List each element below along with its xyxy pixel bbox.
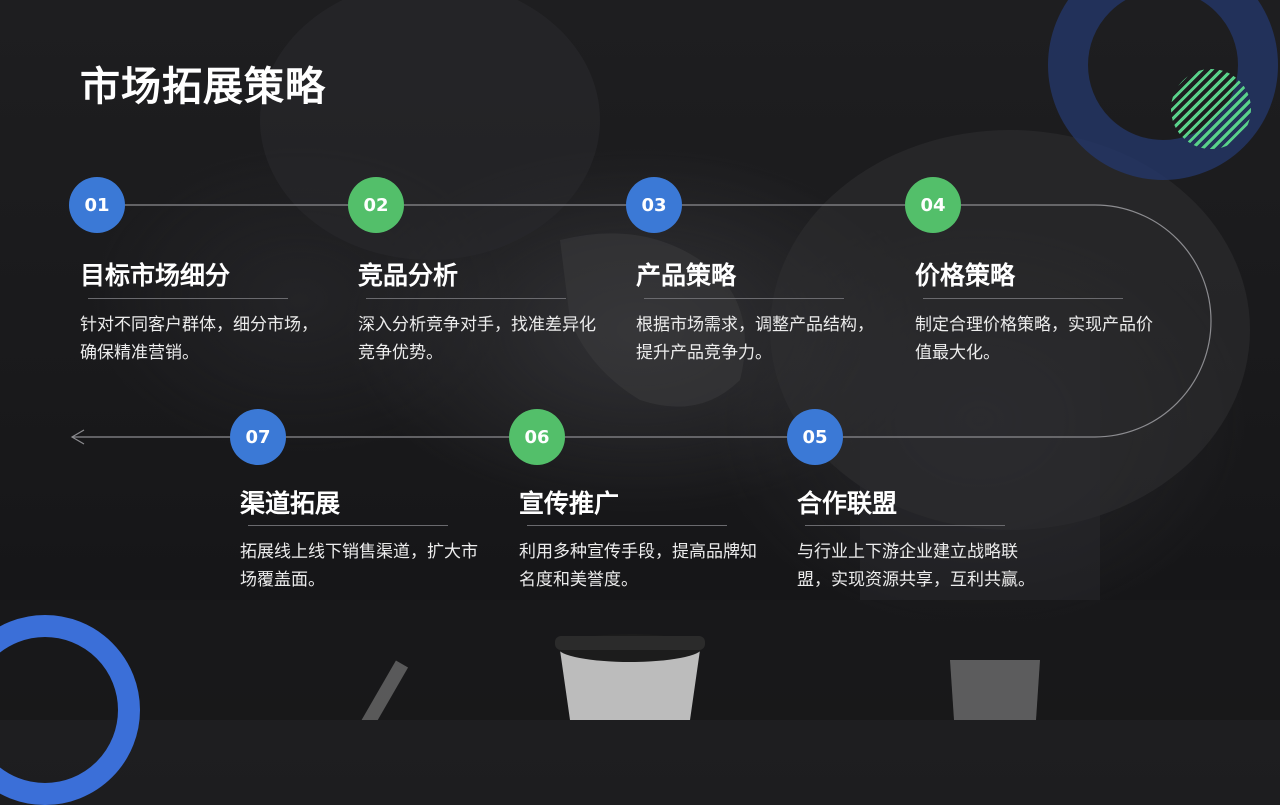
step-07-badge: 07 [230, 409, 286, 465]
timeline-track [70, 204, 1212, 445]
decorative-hatched-circle [1171, 69, 1251, 149]
step-05-badge: 05 [787, 409, 843, 465]
step-01-title: 目标市场细分 [80, 261, 231, 290]
step-07-title: 渠道拓展 [240, 489, 341, 518]
step-04-divider [923, 298, 1123, 299]
step-05-description: 与行业上下游企业建立战略联盟，实现资源共享，互利共赢。 [797, 542, 1035, 590]
step-04-badge: 04 [905, 177, 961, 233]
step-02-divider [366, 298, 566, 299]
step-03-badge: 03 [626, 177, 682, 233]
step-06-description: 利用多种宣传手段，提高品牌知名度和美誉度。 [519, 542, 757, 590]
step-05-divider [805, 525, 1005, 526]
step-01-description: 针对不同客户群体，细分市场，确保精准营销。 [80, 315, 318, 363]
step-03-title: 产品策略 [636, 261, 737, 290]
step-04-description: 制定合理价格策略，实现产品价值最大化。 [915, 315, 1153, 363]
step-07-description: 拓展线上线下销售渠道，扩大市场覆盖面。 [240, 542, 478, 590]
step-01-divider [88, 298, 288, 299]
step-01-badge: 01 [69, 177, 125, 233]
step-03-divider [644, 298, 844, 299]
step-06-badge: 06 [509, 409, 565, 465]
page-title: 市场拓展策略 [80, 64, 326, 110]
step-06-title: 宣传推广 [519, 489, 620, 518]
step-02-badge: 02 [348, 177, 404, 233]
step-07-divider [248, 525, 448, 526]
step-06-divider [527, 525, 727, 526]
step-02-title: 竞品分析 [358, 261, 459, 290]
step-05-title: 合作联盟 [797, 489, 898, 518]
step-04-title: 价格策略 [915, 261, 1016, 290]
step-03-description: 根据市场需求，调整产品结构，提升产品竞争力。 [636, 315, 874, 363]
background-photo [0, 0, 1280, 720]
timeline-arrow-icon [70, 429, 85, 445]
step-02-description: 深入分析竞争对手，找准差异化竞争优势。 [358, 315, 596, 363]
